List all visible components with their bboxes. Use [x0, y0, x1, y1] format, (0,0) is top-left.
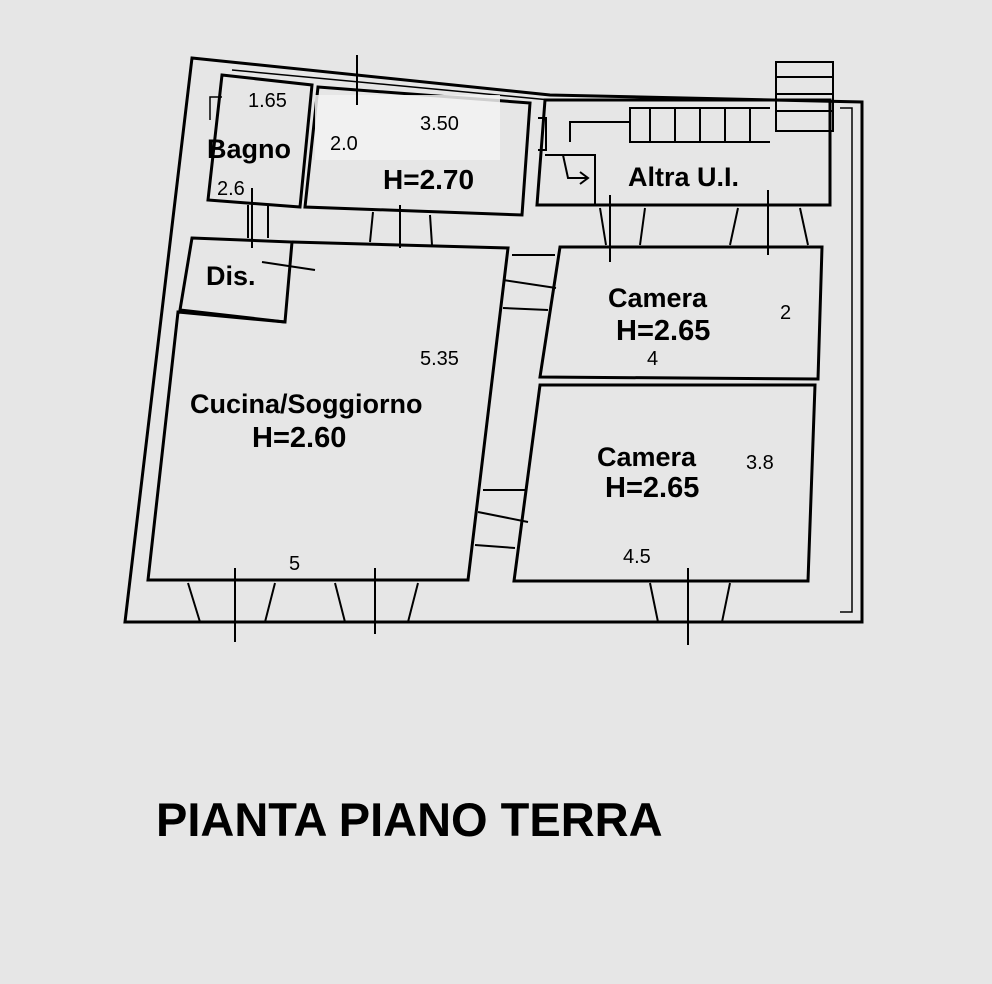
camera-1-height: H=2.65: [616, 315, 710, 347]
room-altra-ui: [535, 61, 834, 207]
camera-2-label: Camera: [597, 442, 697, 472]
staircase: [538, 61, 834, 205]
smudge-patch: [315, 95, 500, 160]
camera-2-dim-1: 3.8: [746, 452, 774, 474]
camera-2-dim-2: 4.5: [623, 546, 651, 568]
bagno-label: Bagno: [207, 134, 291, 164]
windows: [187, 205, 809, 623]
room-cucina-soggiorno: [146, 240, 510, 582]
camera-1-dim-1: 2: [780, 302, 791, 324]
bagno-dim-1: 1.65: [248, 90, 287, 112]
bagno-dim-2: 2.6: [217, 178, 245, 200]
room-bagno: [206, 73, 314, 209]
camera-1-dim-2: 4: [647, 348, 658, 370]
studio-height: H=2.70: [383, 164, 474, 195]
arrow-icon: [562, 154, 590, 185]
cucina-dim-1: 5.35: [420, 348, 459, 370]
cucina-dim-2: 5: [289, 553, 300, 575]
cucina-label: Cucina/Soggiorno: [190, 389, 423, 419]
studio-dim-2: 3.50: [420, 113, 459, 135]
door-swing: [261, 261, 316, 271]
room-camera-2: [512, 383, 817, 583]
room-camera-1: [538, 245, 824, 381]
cucina-height: H=2.60: [252, 422, 346, 454]
camera-2-height: H=2.65: [605, 472, 699, 504]
plan-caption: PIANTA PIANO TERRA: [156, 793, 663, 846]
room-studio: [303, 85, 532, 217]
dis-label: Dis.: [206, 261, 256, 291]
section-ticks: [234, 55, 769, 645]
altra-ui-label: Altra U.I.: [628, 162, 739, 192]
camera-1-label: Camera: [608, 283, 708, 313]
studio-dim-1: 2.0: [330, 133, 358, 155]
corridor-steps: [474, 254, 557, 549]
